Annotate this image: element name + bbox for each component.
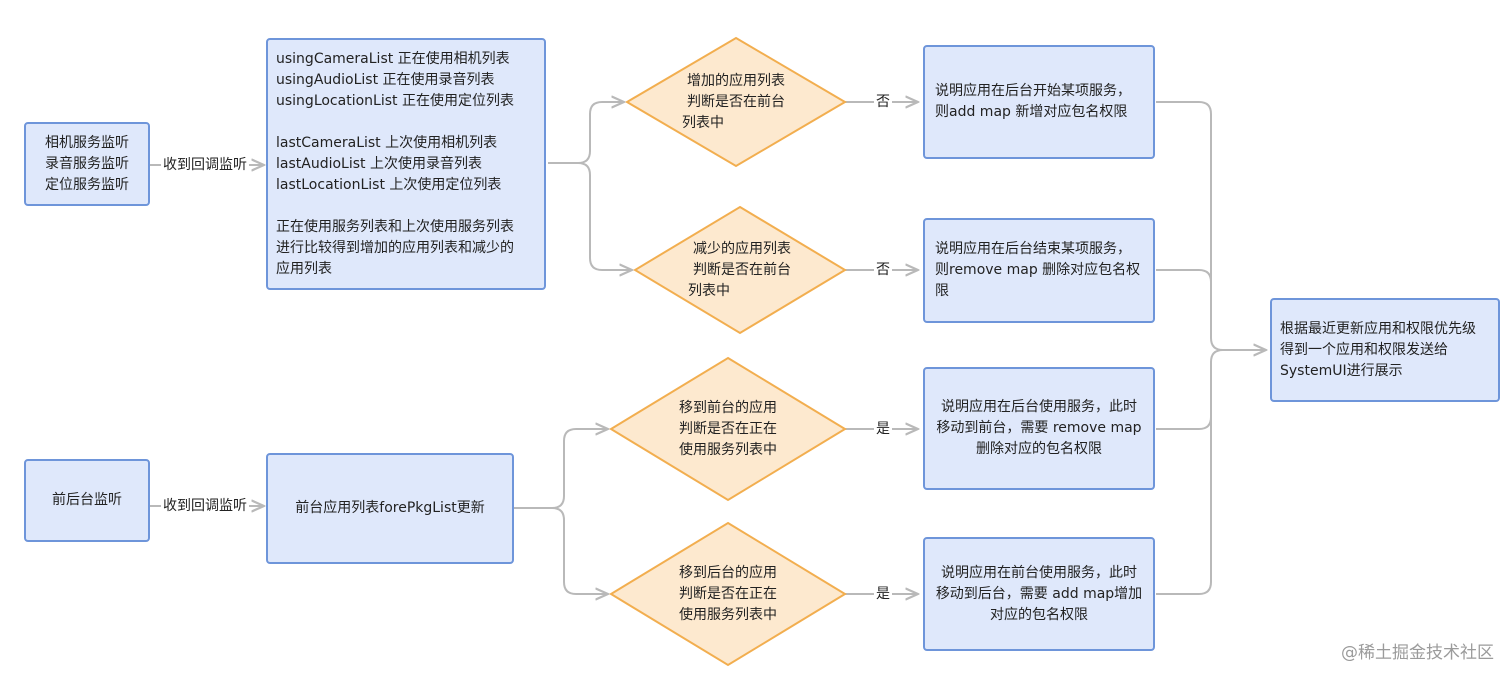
decision-to-back-diamond	[609, 521, 847, 667]
last-location-list: lastLocationList 上次使用定位列表	[276, 177, 502, 193]
last-audio-list: lastAudioList 上次使用录音列表	[276, 156, 482, 172]
using-audio-list: usingAudioList 正在使用录音列表	[276, 72, 495, 88]
camera-audio-location-listener-node: 相机服务监听 录音服务监听 定位服务监听	[24, 122, 150, 206]
watermark: @稀土掘金技术社区	[1341, 643, 1494, 663]
decision-to-fore-diamond	[609, 356, 847, 502]
decision-remove-label: 减少的应用列表 判断是否在前台 列表中	[688, 240, 791, 299]
foreground-background-listener-node: 前后台监听	[24, 459, 150, 542]
decision-add-diamond	[625, 36, 847, 168]
edge-label-callback-1: 收到回调监听	[161, 156, 249, 174]
result-remove-node: 说明应用在后台结束某项服务， 则remove map 删除对应包名权 限	[923, 218, 1155, 323]
edge-result-add-to-final	[1156, 101, 1266, 350]
decision-to-back-label: 移到后台的应用 判断是否在正在 使用服务列表中	[679, 564, 777, 623]
edge-result-fore-to-final	[1156, 416, 1212, 430]
decision-add-label: 增加的应用列表 判断是否在前台 列表中	[682, 72, 785, 131]
fore-update-label: 前台应用列表forePkgList更新	[295, 500, 485, 516]
edge-result-remove-to-final	[1156, 269, 1212, 283]
edge-lists-to-remove	[548, 162, 632, 270]
edge-label-no-2: 否	[874, 261, 892, 279]
edge-label-yes-1: 是	[874, 420, 892, 438]
compare-line-2: 进行比较得到增加的应用列表和减少的	[276, 240, 514, 256]
source-line-3: 定位服务监听	[45, 176, 129, 193]
decision-remove-diamond	[633, 205, 847, 335]
decision-to-fore-label: 移到前台的应用 判断是否在正在 使用服务列表中	[679, 399, 777, 458]
compare-line-3: 应用列表	[276, 261, 332, 277]
result-to-fore-node: 说明应用在后台使用服务，此时 移动到前台，需要 remove map 删除对应的…	[923, 367, 1155, 490]
compare-line-1: 正在使用服务列表和上次使用服务列表	[276, 219, 514, 235]
edge-update-to-back	[514, 507, 608, 594]
result-to-back-node: 说明应用在前台使用服务，此时 移动到后台，需要 add map增加 对应的包名权…	[923, 537, 1155, 651]
edge-label-no-1: 否	[874, 93, 892, 111]
using-location-list: usingLocationList 正在使用定位列表	[276, 93, 514, 109]
edge-label-callback-2: 收到回调监听	[161, 497, 249, 515]
edge-label-yes-2: 是	[874, 585, 892, 603]
fore-pkg-list-update-node: 前台应用列表forePkgList更新	[266, 453, 514, 564]
edge-update-to-fore	[514, 429, 608, 509]
final-systemui-node: 根据最近更新应用和权限优先级 得到一个应用和权限发送给 SystemUI进行展示	[1270, 298, 1500, 402]
result-add-node: 说明应用在后台开始某项服务， 则add map 新增对应包名权限	[923, 45, 1155, 159]
using-camera-list: usingCameraList 正在使用相机列表	[276, 51, 510, 67]
service-lists-node: usingCameraList 正在使用相机列表 usingAudioList …	[266, 38, 546, 290]
edge-lists-to-add	[548, 102, 624, 164]
last-camera-list: lastCameraList 上次使用相机列表	[276, 135, 498, 151]
edge-result-back-to-final	[1156, 349, 1224, 595]
source-line-2: 录音服务监听	[45, 155, 129, 172]
source-line-1: 相机服务监听	[45, 134, 129, 151]
fore-source-label: 前后台监听	[52, 492, 122, 508]
